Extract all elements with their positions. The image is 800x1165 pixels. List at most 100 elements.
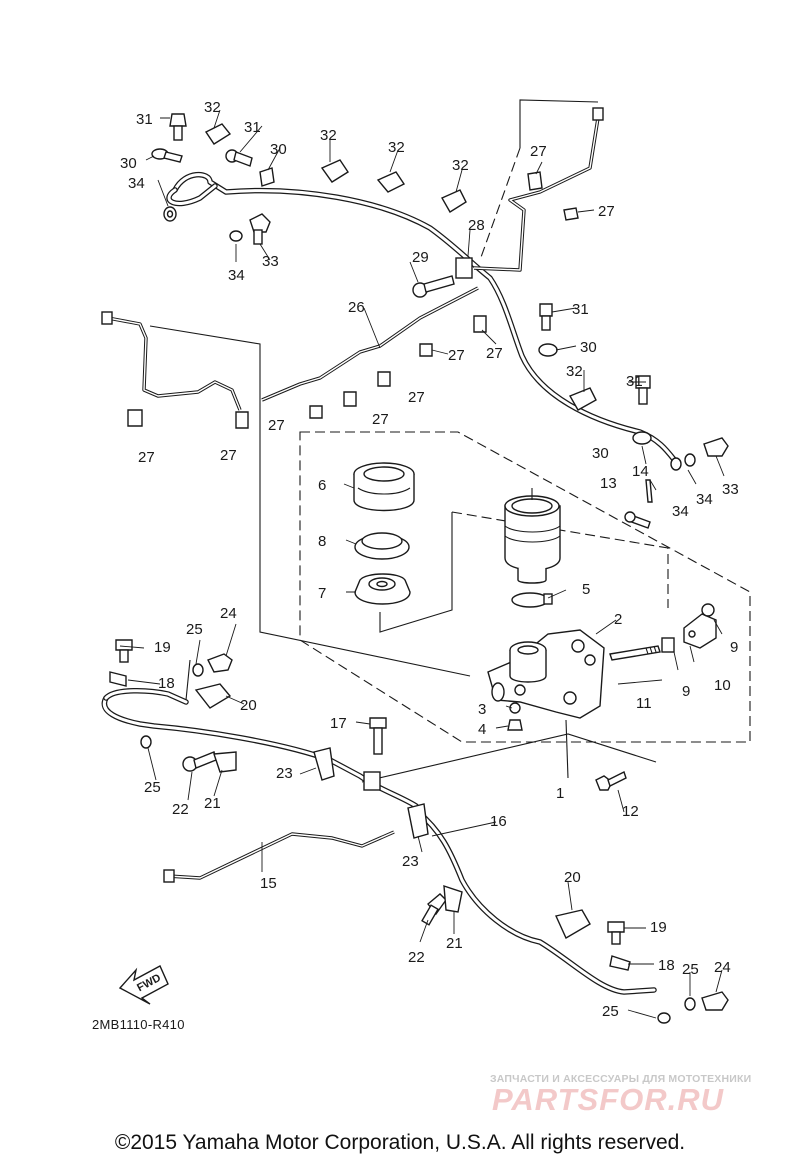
bracket-27-h [127, 409, 143, 427]
callout-11: 11 [636, 695, 652, 712]
callout-31: 31 [244, 119, 261, 136]
bracket-27-f [343, 391, 357, 407]
callout-25: 25 [682, 961, 699, 978]
hose-clamp [511, 592, 553, 608]
callout-33: 33 [262, 253, 279, 270]
clamp-30-d [632, 431, 652, 445]
bleed-screw [507, 719, 523, 731]
callout-31: 31 [572, 301, 589, 318]
callouts: 31 32 31 30 30 34 32 32 32 27 27 28 29 3… [120, 99, 739, 1020]
cotter-pin [645, 479, 653, 503]
bolt-22-a [182, 751, 217, 772]
clip-18-b [609, 955, 631, 971]
clamp-30-a [151, 148, 183, 163]
bolt-24-a [207, 653, 233, 673]
holder-20-a [194, 683, 232, 709]
washer-34-d [684, 453, 696, 467]
callout-17: 17 [330, 715, 347, 732]
callout-32: 32 [320, 127, 337, 144]
bolt-22-b [421, 893, 447, 926]
callout-20: 20 [564, 869, 581, 886]
pipe-nut-top [592, 107, 604, 121]
holder-32-b [320, 159, 349, 183]
bolt-31-b [225, 149, 253, 167]
joint-lower [363, 771, 381, 791]
callout-27: 27 [268, 417, 285, 434]
washer-25-d [657, 1012, 671, 1024]
callout-30: 30 [592, 445, 609, 462]
callout-24: 24 [714, 959, 731, 976]
push-rod [609, 645, 661, 661]
callout-30: 30 [270, 141, 287, 158]
bracket-27-i [235, 411, 249, 429]
holder-21-a [213, 751, 237, 773]
callout-27: 27 [598, 203, 615, 220]
callout-22: 22 [172, 801, 189, 818]
reservoir-cap [353, 462, 415, 512]
pipe-nut-left [101, 311, 113, 325]
watermark-logo: PARTSFOR.RU [492, 1082, 725, 1117]
washer-25-c [684, 997, 696, 1011]
pipe-nut-bottom [163, 869, 175, 883]
bolt-17 [369, 717, 387, 755]
callout-6: 6 [318, 477, 326, 494]
callout-21: 21 [204, 795, 221, 812]
holder-21-b [443, 885, 463, 913]
brake-pipe-upper-right [473, 117, 600, 272]
callout-27: 27 [372, 411, 389, 428]
callout-5: 5 [582, 581, 590, 598]
holder-32-a [204, 123, 232, 145]
bolt-29 [412, 275, 455, 298]
bolt-19-b [607, 921, 625, 945]
callout-27: 27 [448, 347, 465, 364]
callout-16: 16 [490, 813, 507, 830]
copyright-notice: ©2015 Yamaha Motor Corporation, U.S.A. A… [114, 1131, 686, 1154]
bracket-27-e [377, 371, 391, 387]
callout-14: 14 [632, 463, 649, 480]
callout-4: 4 [478, 721, 486, 738]
holder-32-e [568, 387, 597, 411]
callout-10: 10 [714, 677, 731, 694]
callout-27: 27 [220, 447, 237, 464]
bolt-19-a [115, 639, 133, 663]
clip-18-a [109, 671, 127, 687]
callout-27: 27 [486, 345, 503, 362]
diagram-code: 2MB1110-R410 [92, 1017, 185, 1032]
bolt-31-c [539, 303, 553, 331]
callout-32: 32 [204, 99, 221, 116]
callout-19: 19 [154, 639, 171, 656]
fwd-arrow-icon: FWD [118, 965, 169, 1005]
callout-27: 27 [530, 143, 547, 160]
holder-23-a [313, 747, 335, 781]
callout-18: 18 [158, 675, 175, 692]
reference-line [451, 511, 669, 608]
bracket-27-b [563, 207, 579, 221]
washer-34-a [163, 206, 177, 222]
callout-34: 34 [228, 267, 245, 284]
clamp-30-c [538, 343, 558, 357]
callout-8: 8 [318, 533, 326, 550]
callout-34: 34 [672, 503, 689, 520]
bolt-33-a [249, 213, 271, 245]
joint-28 [455, 257, 473, 279]
callout-32: 32 [452, 157, 469, 174]
callout-31: 31 [626, 373, 643, 390]
diaphragm-plate [354, 532, 410, 560]
bolt-12 [595, 771, 627, 791]
callout-21: 21 [446, 935, 463, 952]
washer-25-b [140, 735, 152, 749]
callout-20: 20 [240, 697, 257, 714]
bolt-31-a [169, 113, 187, 141]
diaphragm [354, 573, 411, 605]
callout-3: 3 [478, 701, 486, 718]
callout-29: 29 [412, 249, 429, 266]
callout-26: 26 [348, 299, 365, 316]
assembly-boundary [299, 431, 751, 743]
washer-25-a [192, 663, 204, 677]
bleed-screw-cap [509, 702, 521, 714]
callout-27: 27 [408, 389, 425, 406]
watermark-caption: ЗАПЧАСТИ И АКСЕССУАРЫ ДЛЯ МОТОТЕХНИКИ [490, 1073, 752, 1085]
clevis [683, 603, 717, 649]
bracket-27-g [309, 405, 323, 419]
